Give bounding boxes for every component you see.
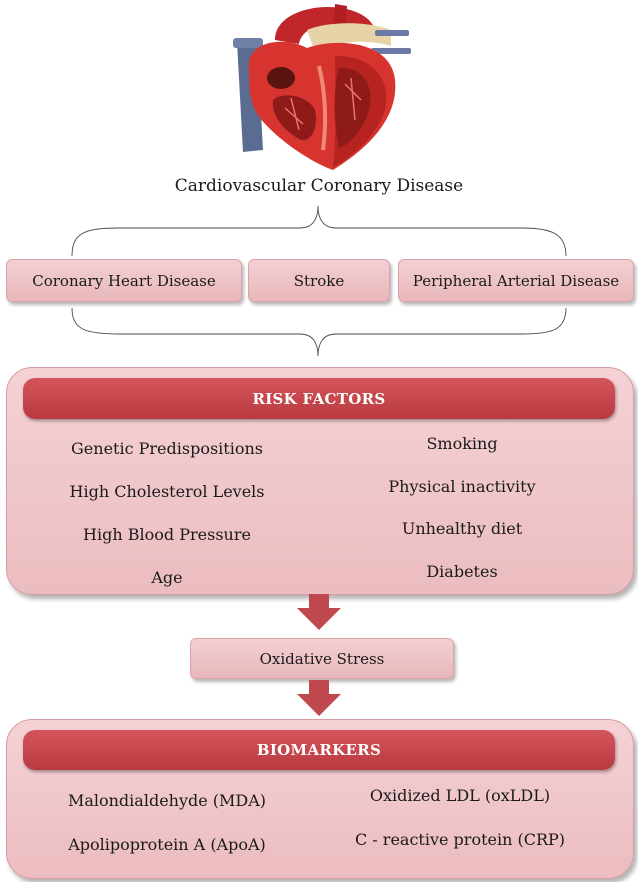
category-stroke: Stroke: [248, 259, 390, 302]
aorta: [275, 7, 375, 44]
biomarker-item: Apolipoprotein A (ApoA): [68, 835, 266, 854]
oxidative-stress-box: Oxidative Stress: [190, 638, 454, 679]
left-atrium: [267, 67, 295, 89]
septum: [317, 65, 328, 151]
risk-factors-banner: RISK FACTORS: [23, 378, 615, 419]
vena-cava-top: [233, 38, 263, 48]
risk-factor-item: Physical inactivity: [388, 477, 536, 496]
risk-factor-item: Unhealthy diet: [401, 519, 523, 538]
valve-lines: [284, 77, 362, 131]
left-ventricle: [334, 67, 371, 148]
brace-decorations: [71, 205, 567, 357]
biomarker-item: Malondialdehyde (MDA): [67, 791, 267, 810]
biomarkers-banner: BIOMARKERS: [23, 730, 615, 770]
risk-factors-heading: RISK FACTORS: [252, 389, 386, 408]
risk-factor-item: High Cholesterol Levels: [69, 482, 265, 501]
down-arrow-icon: [297, 680, 341, 716]
category-label: Peripheral Arterial Disease: [412, 271, 620, 290]
biomarker-item: Oxidized LDL (oxLDL): [369, 786, 551, 805]
right-ventricle: [272, 95, 317, 141]
diagram-title: Cardiovascular Coronary Disease: [174, 176, 464, 196]
risk-factor-item: Diabetes: [426, 562, 498, 581]
risk-factor-item: High Blood Pressure: [83, 525, 251, 544]
bottom-brace: [71, 307, 567, 357]
category-label: Coronary Heart Disease: [32, 271, 216, 290]
biomarker-item: C - reactive protein (CRP): [354, 830, 566, 849]
risk-factor-item: Age: [151, 568, 183, 587]
risk-factor-item: Genetic Predispositions: [71, 439, 263, 458]
biomarkers-heading: BIOMARKERS: [256, 741, 382, 759]
down-arrow-icon: [297, 594, 341, 630]
category-coronary-heart-disease: Coronary Heart Disease: [6, 259, 242, 302]
oxidative-stress-label: Oxidative Stress: [259, 649, 385, 668]
category-label: Stroke: [293, 271, 345, 290]
heart-illustration: [233, 4, 411, 171]
pulmonary-vein-1: [375, 30, 409, 36]
risk-factor-item: Smoking: [426, 434, 498, 453]
top-brace: [71, 205, 567, 257]
category-peripheral-arterial-disease: Peripheral Arterial Disease: [398, 259, 634, 302]
pulmonary-vein-2: [371, 48, 411, 54]
